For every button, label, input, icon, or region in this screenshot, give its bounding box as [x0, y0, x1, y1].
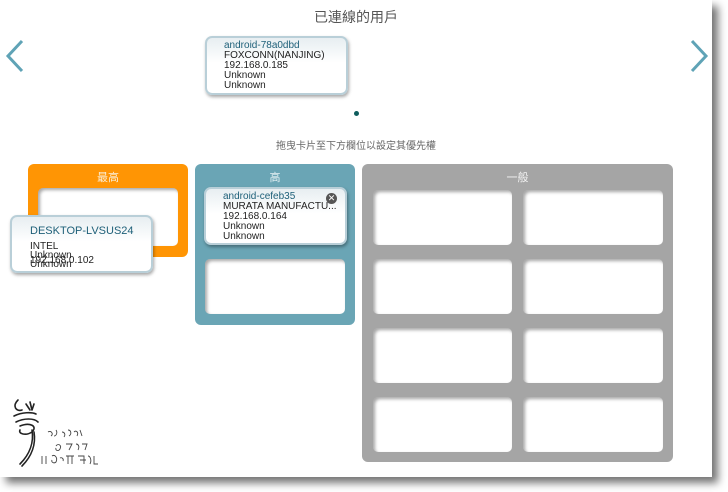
- drop-slot[interactable]: [523, 259, 663, 314]
- panel-label: 一般: [506, 171, 529, 184]
- client-card[interactable]: android-cefeb35 MURATA MANUFACTU... 192.…: [204, 187, 347, 245]
- dragging-client-card[interactable]: DESKTOP-LVSUS24 INTEL Unknown 192.168.0.…: [10, 215, 153, 273]
- client-card[interactable]: android-78a0dbd FOXCONN(NANJING) 192.168…: [205, 36, 348, 95]
- drop-slot[interactable]: [373, 328, 512, 383]
- client-ip: 192.168.0.185: [224, 60, 288, 71]
- client-vendor: INTEL: [30, 241, 59, 252]
- priority-panel-normal: 一般: [362, 164, 673, 462]
- previous-page-button[interactable]: [4, 38, 28, 74]
- chevron-right-icon: [690, 39, 709, 73]
- drop-slot[interactable]: [373, 190, 512, 245]
- panel-label: 高: [269, 171, 281, 184]
- page: 已連線的用戶 android-78a0dbd FOXCONN(NANJING) …: [4, 10, 710, 472]
- client-ip: 192.168.0.102: [30, 255, 94, 266]
- next-page-button[interactable]: [686, 38, 710, 74]
- drop-slot[interactable]: [523, 397, 663, 452]
- client-vendor: MURATA MANUFACTU...: [223, 201, 337, 212]
- client-info: Unknown: [30, 250, 72, 261]
- drop-slot[interactable]: [523, 328, 663, 383]
- close-circle-icon: ✕: [327, 193, 336, 203]
- drop-slot[interactable]: [523, 190, 663, 245]
- remove-card-button[interactable]: ✕: [326, 193, 337, 204]
- client-info: Unknown: [30, 259, 72, 270]
- client-info: Unknown: [224, 70, 266, 81]
- client-info: Unknown: [223, 231, 265, 242]
- panel-label: 最高: [97, 171, 119, 184]
- blog-signature-logo: [8, 392, 123, 472]
- client-vendor: FOXCONN(NANJING): [224, 50, 325, 61]
- drop-slot[interactable]: [205, 259, 345, 314]
- client-ip: 192.168.0.164: [223, 211, 287, 222]
- client-info: Unknown: [223, 221, 265, 232]
- client-name: android-78a0dbd: [224, 40, 300, 51]
- client-name: DESKTOP-LVSUS24: [30, 225, 134, 237]
- chevron-left-icon: [5, 39, 24, 73]
- drop-slot[interactable]: [373, 397, 512, 452]
- client-info: Unknown: [224, 80, 266, 91]
- client-name: android-cefeb35: [223, 191, 296, 202]
- drop-slot[interactable]: [373, 259, 512, 314]
- pager-dot-active[interactable]: [354, 111, 359, 116]
- page-title: 已連線的用戶: [314, 10, 398, 26]
- drag-hint: 拖曳卡片至下方欄位以設定其優先權: [276, 141, 436, 152]
